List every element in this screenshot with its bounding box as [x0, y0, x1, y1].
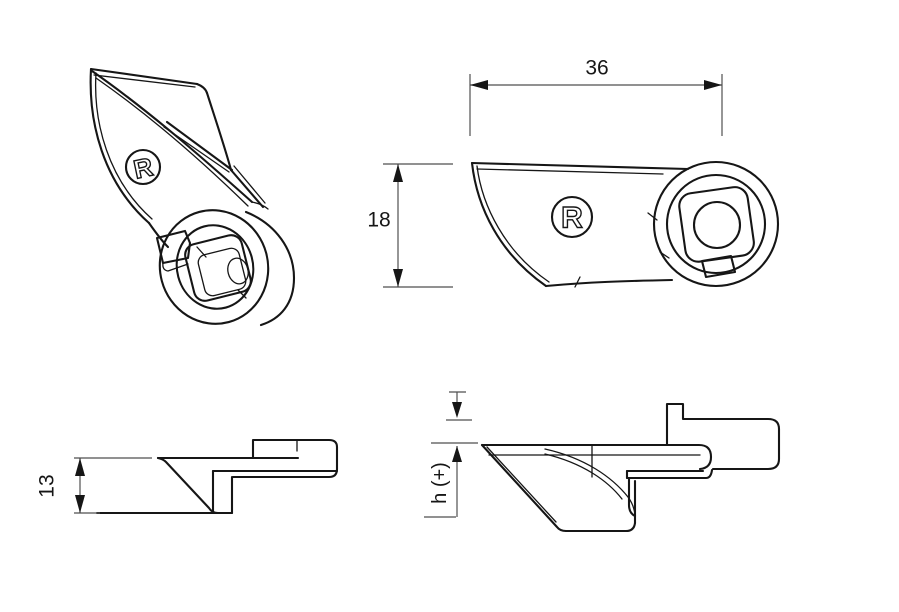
edge-line	[544, 278, 674, 288]
dimension-offset-top	[446, 391, 472, 421]
thickness-line	[94, 72, 153, 220]
step-line	[625, 468, 714, 480]
thickness-line	[486, 446, 557, 523]
edge-line	[470, 161, 548, 288]
edge-line	[480, 443, 713, 471]
arrowhead-up	[452, 446, 462, 462]
latch-tab-lip	[162, 262, 189, 272]
dimension-value: 36	[585, 57, 608, 80]
socket-key-tab	[700, 254, 737, 279]
boss-inner-ring	[665, 173, 767, 275]
dimension-adjustable-height: h (+)	[424, 442, 478, 518]
arrowhead-up	[393, 164, 403, 182]
dimension-height: 18	[367, 163, 453, 288]
dimension-flange-height: 13	[36, 457, 152, 514]
boss-connector-line	[251, 201, 269, 210]
arrowhead-down	[393, 269, 403, 287]
edge-line	[195, 82, 209, 95]
socket-corner-line	[196, 246, 207, 258]
view-profile-side	[480, 402, 781, 533]
wedge-hypotenuse	[156, 456, 220, 515]
dimension-value: 13	[36, 474, 59, 497]
tab-outline	[231, 438, 339, 479]
socket-corner-line	[237, 289, 247, 299]
tab-outline	[665, 402, 781, 471]
gusset-curve	[544, 448, 636, 516]
bottom-edge	[564, 521, 637, 533]
thickness-line	[476, 168, 664, 175]
square-socket-floor	[197, 247, 247, 297]
arrowhead-up	[75, 458, 85, 476]
boss-outer-circle	[652, 160, 780, 288]
square-socket-opening	[678, 186, 755, 263]
square-socket-opening	[184, 234, 252, 302]
marking-circle	[124, 148, 162, 186]
latch-tab-outline	[155, 229, 192, 265]
leg-line	[627, 476, 637, 518]
thickness-line	[95, 77, 249, 207]
marking-circle	[550, 195, 594, 239]
edge-line	[165, 120, 234, 172]
edge-line	[205, 91, 233, 172]
dimension-width: 36	[469, 57, 723, 136]
thickness-line	[476, 165, 550, 283]
boss-cylinder-silhouette	[244, 210, 296, 327]
thickness-line	[93, 74, 196, 88]
tangency-tick	[659, 251, 670, 259]
edge-line	[229, 168, 265, 209]
dimension-value: 18	[367, 209, 390, 232]
tangency-tick	[647, 212, 658, 221]
gusset-curve	[544, 453, 623, 500]
view-side: R	[470, 160, 780, 288]
view-isometric: R	[89, 67, 296, 327]
arrowhead-left	[470, 80, 488, 90]
dimension-value: h (+)	[429, 462, 451, 504]
boss-outer-ellipse	[158, 209, 270, 325]
marking-letter: R	[131, 151, 156, 184]
thickness-line	[163, 126, 230, 173]
arrowhead-right	[704, 80, 722, 90]
view-profile-front	[95, 438, 339, 515]
socket-exit-hole	[227, 257, 249, 285]
through-hole	[692, 200, 742, 250]
boss-inner-ring	[175, 224, 255, 310]
tangency-tick	[574, 276, 581, 288]
edge-line	[89, 67, 199, 86]
marking-letter: R	[561, 202, 583, 235]
arrowhead-down	[75, 495, 85, 513]
arrowhead-down	[452, 402, 462, 418]
edge-line	[470, 161, 690, 171]
thickness-line	[233, 165, 266, 204]
wedge-hypotenuse	[480, 443, 568, 533]
edge-line	[89, 67, 151, 225]
